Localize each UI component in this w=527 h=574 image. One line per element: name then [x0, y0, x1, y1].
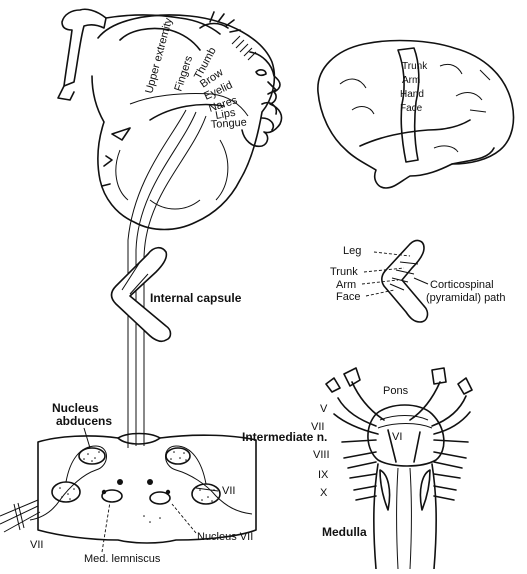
homunculus-leg: [61, 8, 107, 87]
lateral-label-arm: Arm: [402, 75, 420, 86]
left-outer-nerve: [325, 377, 341, 393]
nerve-v-right: [431, 395, 471, 435]
right-nucleus-vii: [191, 483, 221, 505]
internal-capsule-shape: [110, 246, 172, 343]
lateral-cerebellum: [451, 147, 495, 165]
leader-nucleus-vii: [171, 503, 197, 534]
label-corticospinal: Corticospinal: [430, 279, 494, 291]
left-nerve-vii-lines: [13, 502, 25, 531]
medial-lemniscus-shapes: [101, 479, 171, 505]
right-facial-genu: [165, 445, 253, 515]
label-medulla: Medulla: [322, 525, 367, 539]
right-outer-nerve: [457, 377, 473, 395]
capsule-leader-leg: [373, 251, 411, 257]
coronal-ventricle-mark: [111, 127, 131, 141]
coronal-brain-outline: [91, 14, 276, 231]
medulla: [373, 463, 437, 570]
homunculus-face: [241, 51, 283, 148]
lateral-label-trunk: Trunk: [402, 61, 428, 72]
pons-ventricle-notch: [117, 437, 161, 445]
homunculus-cortex-line: [129, 93, 249, 117]
homunculus-thumb-hatch: [231, 35, 257, 61]
label-leg: Leg: [343, 245, 361, 257]
label-med-lemniscus: Med. lemniscus: [84, 553, 161, 565]
label-viii: VIII: [313, 449, 330, 461]
lateral-gyri: [339, 63, 491, 153]
nerve-roots-right: [433, 439, 469, 501]
label-tongue: Tongue: [210, 117, 247, 131]
internal-capsule-inner: [121, 261, 149, 295]
right-nucleus-abducens: [165, 447, 191, 465]
coronal-gyrus-2: [215, 139, 229, 201]
label-lips: Lips: [214, 107, 236, 122]
capsule-detail-divisions: [389, 261, 419, 291]
homunculus-hand: [199, 11, 241, 33]
label-x: X: [320, 487, 328, 499]
internal-capsule-diagram: Internal capsule: [110, 246, 242, 343]
homunculus-eye: [255, 69, 267, 77]
nerve-v-left: [333, 397, 379, 435]
label-trunk: Trunk: [330, 266, 358, 278]
homunculus-foot: [57, 85, 75, 101]
right-peduncle: [409, 367, 447, 421]
pyramids: [396, 467, 412, 570]
left-facial-genu: [29, 445, 107, 521]
label-pons: Pons: [383, 385, 409, 397]
label-fingers: Fingers: [172, 54, 195, 93]
pons-fibers: [377, 415, 433, 429]
label-vi: VI: [392, 431, 402, 443]
leader-vii-right: [195, 487, 219, 492]
capsule-leader-arm: [361, 279, 399, 285]
label-v: V: [320, 403, 328, 415]
lateral-sylvian-fissure: [359, 119, 471, 147]
label-nucleus: Nucleus: [52, 401, 99, 415]
capsule-detail-shape: [381, 239, 429, 323]
pons-cross-section: Nucleus abducens VII VII Nucleus VII Med…: [0, 401, 257, 565]
nerve-roots-left: [341, 439, 377, 501]
coronal-fissure: [101, 155, 113, 187]
homunculus-coronal-section: Upper extremity Fingers Thumb Brow Eyeli…: [57, 8, 283, 231]
nerve-vi-stalks: [387, 429, 421, 463]
leader-abducens: [83, 427, 91, 449]
label-nucleus-vii: Nucleus VII: [197, 531, 253, 543]
capsule-leader-trunk: [363, 267, 405, 273]
coronal-inner-arc: [149, 103, 225, 121]
label-vii-left: VII: [30, 539, 43, 551]
label-intermediate: Intermediate n.: [242, 430, 327, 444]
lateral-label-hand: Hand: [400, 89, 424, 100]
olives: [379, 469, 431, 511]
pons-ventral: [367, 404, 445, 467]
lateral-brain-outline: [317, 39, 515, 189]
tract-fiber-2: [135, 111, 197, 446]
label-vii: VII: [311, 421, 324, 433]
left-nerve-vii-exit: [0, 499, 41, 533]
homunculus-arm: [119, 27, 201, 51]
lateral-label-face: Face: [400, 103, 423, 114]
capsule-leader-corticospinal: [413, 277, 429, 285]
homunculus-lips: [261, 101, 278, 131]
tract-fiber-1: [127, 109, 187, 448]
lateral-brain-view: Trunk Arm Hand Face: [317, 39, 515, 189]
label-ix: IX: [318, 469, 329, 481]
coronal-gyrus-1: [115, 149, 129, 201]
homunculus-trunk: [105, 14, 221, 35]
capsule-detail-diagram: Leg Trunk Arm Face Corticospinal (pyrami…: [330, 239, 505, 323]
left-peduncle: [343, 367, 385, 421]
label-abducens: abducens: [56, 414, 112, 428]
tract-fiber-3: [143, 115, 207, 446]
label-arm: Arm: [336, 279, 356, 291]
brainstem-ventral-view: Pons V VI VII Intermediate n. VIII IX X …: [242, 367, 473, 570]
homunculus-nose: [267, 81, 277, 95]
label-vii-right: VII: [222, 485, 235, 497]
corticobulbar-tract: [127, 109, 207, 448]
label-pyramidal-path: (pyramidal) path: [426, 292, 505, 304]
label-internal-capsule: Internal capsule: [150, 291, 242, 305]
leader-med-lemniscus: [101, 501, 111, 553]
label-face: Face: [336, 291, 360, 303]
coronal-gyrus-3: [149, 199, 201, 210]
